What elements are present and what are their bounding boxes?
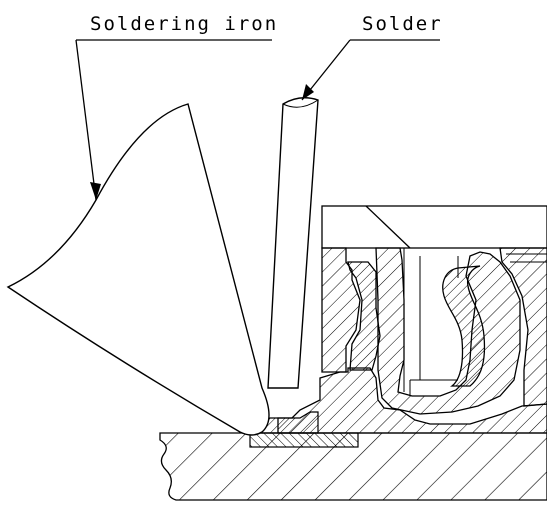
solder-label: Solder bbox=[362, 13, 443, 35]
contact-lead bbox=[261, 411, 319, 434]
soldering-iron bbox=[6, 103, 270, 436]
soldering-iron-label: Soldering iron bbox=[90, 13, 278, 35]
callout-solder: Solder bbox=[301, 13, 443, 101]
pcb-board bbox=[159, 432, 547, 501]
connector-outline bbox=[321, 205, 547, 396]
arrowhead-icon bbox=[90, 182, 101, 200]
callout-soldering-iron: Soldering iron bbox=[75, 13, 278, 201]
connector-housing bbox=[277, 247, 547, 434]
solder-wire bbox=[267, 97, 319, 389]
solder-pad bbox=[249, 432, 359, 448]
arrowhead-icon bbox=[302, 84, 314, 100]
